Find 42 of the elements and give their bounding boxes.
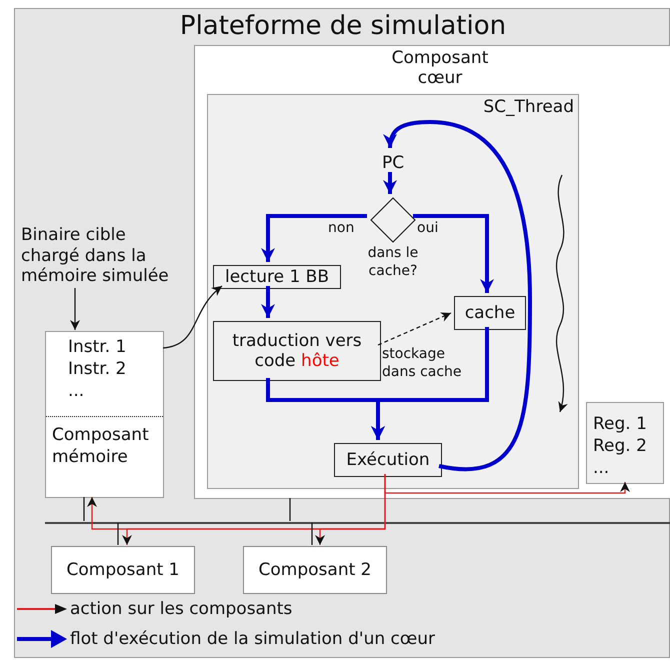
box-text: Reg. 2 bbox=[593, 435, 648, 458]
core-component-panel bbox=[194, 45, 670, 499]
arrow bbox=[70, 288, 80, 330]
process-box: traduction vers code hôte bbox=[213, 321, 381, 381]
arrow bbox=[384, 120, 532, 471]
panel-title: Plateforme de simulation bbox=[178, 11, 508, 42]
connector-line bbox=[117, 523, 119, 545]
component-box: Composant 2 bbox=[243, 546, 387, 594]
connector-line bbox=[83, 497, 85, 521]
platform-panel bbox=[14, 8, 670, 658]
decision-diamond bbox=[370, 197, 416, 243]
node-label: Binaire cible chargé dans la mémoire simulée bbox=[21, 223, 189, 289]
component-box: Composant 1 bbox=[51, 546, 195, 594]
register-box bbox=[586, 402, 664, 484]
arrow bbox=[261, 214, 367, 262]
arrow bbox=[383, 172, 397, 194]
bus-line bbox=[45, 522, 670, 524]
box-text: ... bbox=[68, 380, 86, 402]
memory-box bbox=[45, 331, 164, 498]
process-box: Exécution bbox=[334, 443, 442, 477]
panel-title: SC_Thread bbox=[482, 97, 574, 118]
process-box: cache bbox=[454, 296, 526, 330]
legend-text: flot d'exécution de la simulation d'un cœur bbox=[70, 628, 436, 650]
arrow bbox=[261, 286, 275, 318]
connector-line bbox=[311, 523, 313, 545]
dashed-arrow bbox=[378, 312, 452, 346]
box-text: ... bbox=[593, 457, 610, 480]
connector-line bbox=[289, 498, 291, 521]
arrow bbox=[371, 327, 489, 440]
legend-text: action sur les composants bbox=[70, 598, 292, 620]
arrow bbox=[315, 474, 386, 545]
arrow bbox=[162, 286, 222, 349]
box-text: Composant mémoire bbox=[52, 424, 150, 468]
process-box: lecture 1 BB bbox=[213, 265, 341, 289]
node-label: PC bbox=[378, 151, 408, 175]
box-text: Instr. 1 bbox=[68, 336, 128, 358]
panel-title: Composant cœur bbox=[390, 48, 490, 89]
decision-caption: dans le cache? bbox=[366, 245, 420, 280]
thread-panel bbox=[207, 94, 579, 489]
arrow bbox=[413, 214, 494, 293]
box-text: Instr. 2 bbox=[68, 358, 128, 380]
box-text: Reg. 1 bbox=[593, 413, 648, 436]
